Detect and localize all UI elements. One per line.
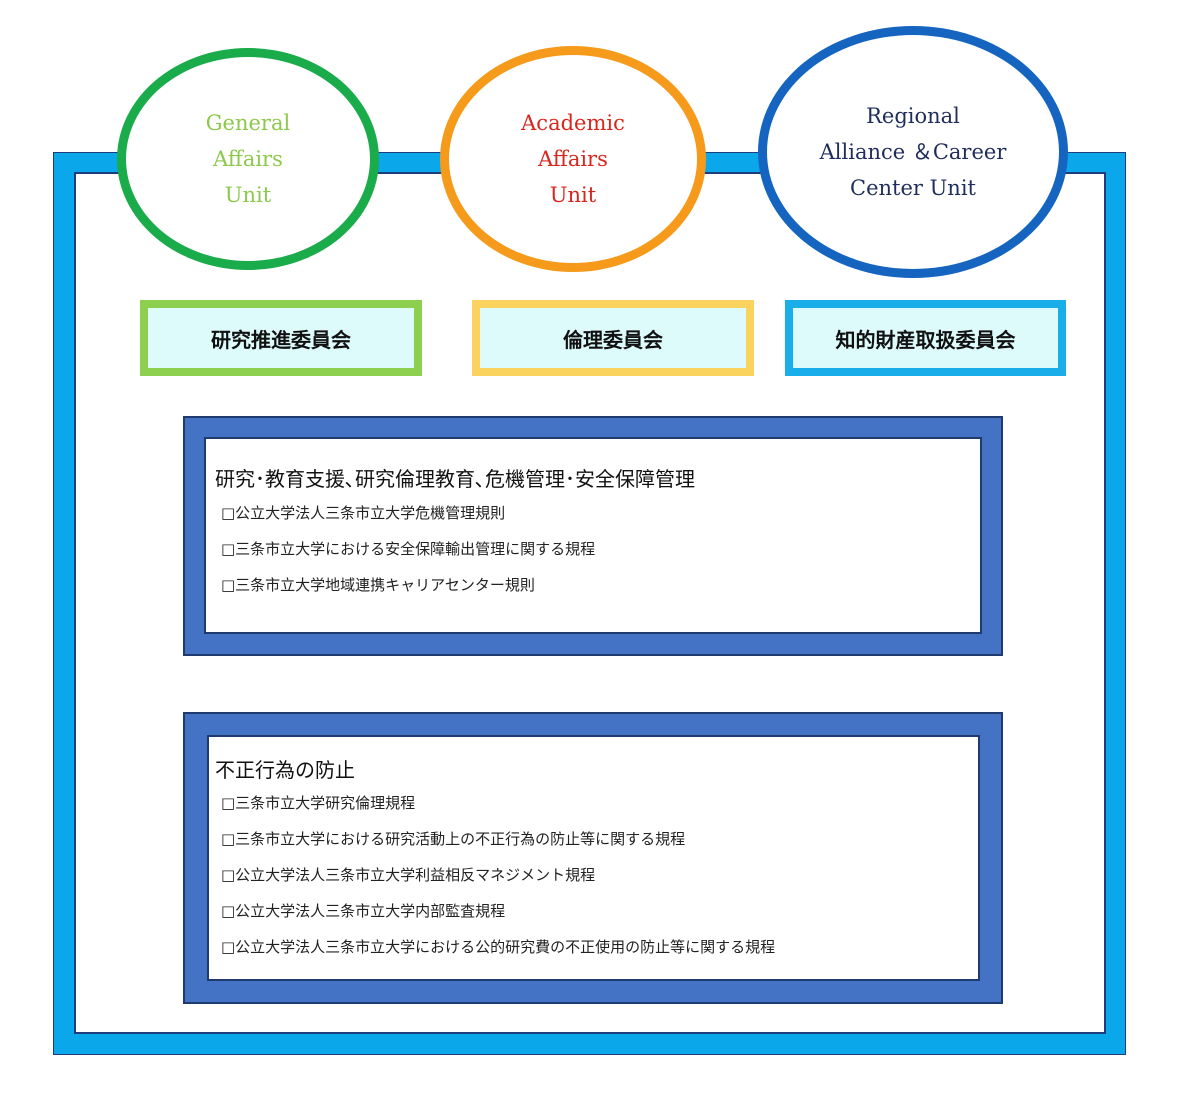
intellectual-property-committee: 知的財産取扱委員会: [785, 300, 1066, 376]
rule-item: □公立大学法人三条市立大学利益相反マネジメント規程: [221, 866, 596, 884]
general-affairs-unit: General Affairs Unit: [117, 48, 379, 270]
academic-affairs-unit: Academic Affairs Unit: [440, 46, 706, 272]
rule-item: □三条市立大学地域連携キャリアセンター規則: [221, 576, 535, 594]
intellectual-property-committee-label: 知的財産取扱委員会: [835, 327, 1016, 352]
rule-item: □三条市立大学における安全保障輸出管理に関する規程: [221, 540, 596, 558]
ethics-committee: 倫理委員会: [472, 300, 754, 376]
rule-item: □三条市立大学研究倫理規程: [221, 794, 416, 812]
academic-affairs-unit-label: Academic Affairs Unit: [521, 111, 625, 207]
rules-box-1-title: 研究･教育支援､研究倫理教育､危機管理･安全保障管理: [215, 467, 695, 491]
ethics-committee-label: 倫理委員会: [563, 327, 663, 352]
regional-alliance-career-center-unit: Regional Alliance ＆Career Center Unit: [758, 26, 1068, 278]
rules-box-2-title: 不正行為の防止: [215, 758, 355, 782]
rule-item: □三条市立大学における研究活動上の不正行為の防止等に関する規程: [221, 830, 686, 848]
rules-box-2: 不正行為の防止 □三条市立大学研究倫理規程 □三条市立大学における研究活動上の不…: [207, 735, 980, 981]
rules-box-1: 研究･教育支援､研究倫理教育､危機管理･安全保障管理 □公立大学法人三条市立大学…: [204, 437, 982, 634]
general-affairs-unit-label: General Affairs Unit: [205, 111, 291, 207]
research-promotion-committee-label: 研究推進委員会: [211, 327, 351, 352]
research-promotion-committee: 研究推進委員会: [140, 300, 422, 376]
rule-item: □公立大学法人三条市立大学内部監査規程: [221, 902, 506, 920]
regional-alliance-career-center-unit-label: Regional Alliance ＆Career Center Unit: [819, 104, 1007, 200]
rule-item: □公立大学法人三条市立大学における公的研究費の不正使用の防止等に関する規程: [221, 938, 776, 956]
rule-item: □公立大学法人三条市立大学危機管理規則: [221, 504, 506, 522]
